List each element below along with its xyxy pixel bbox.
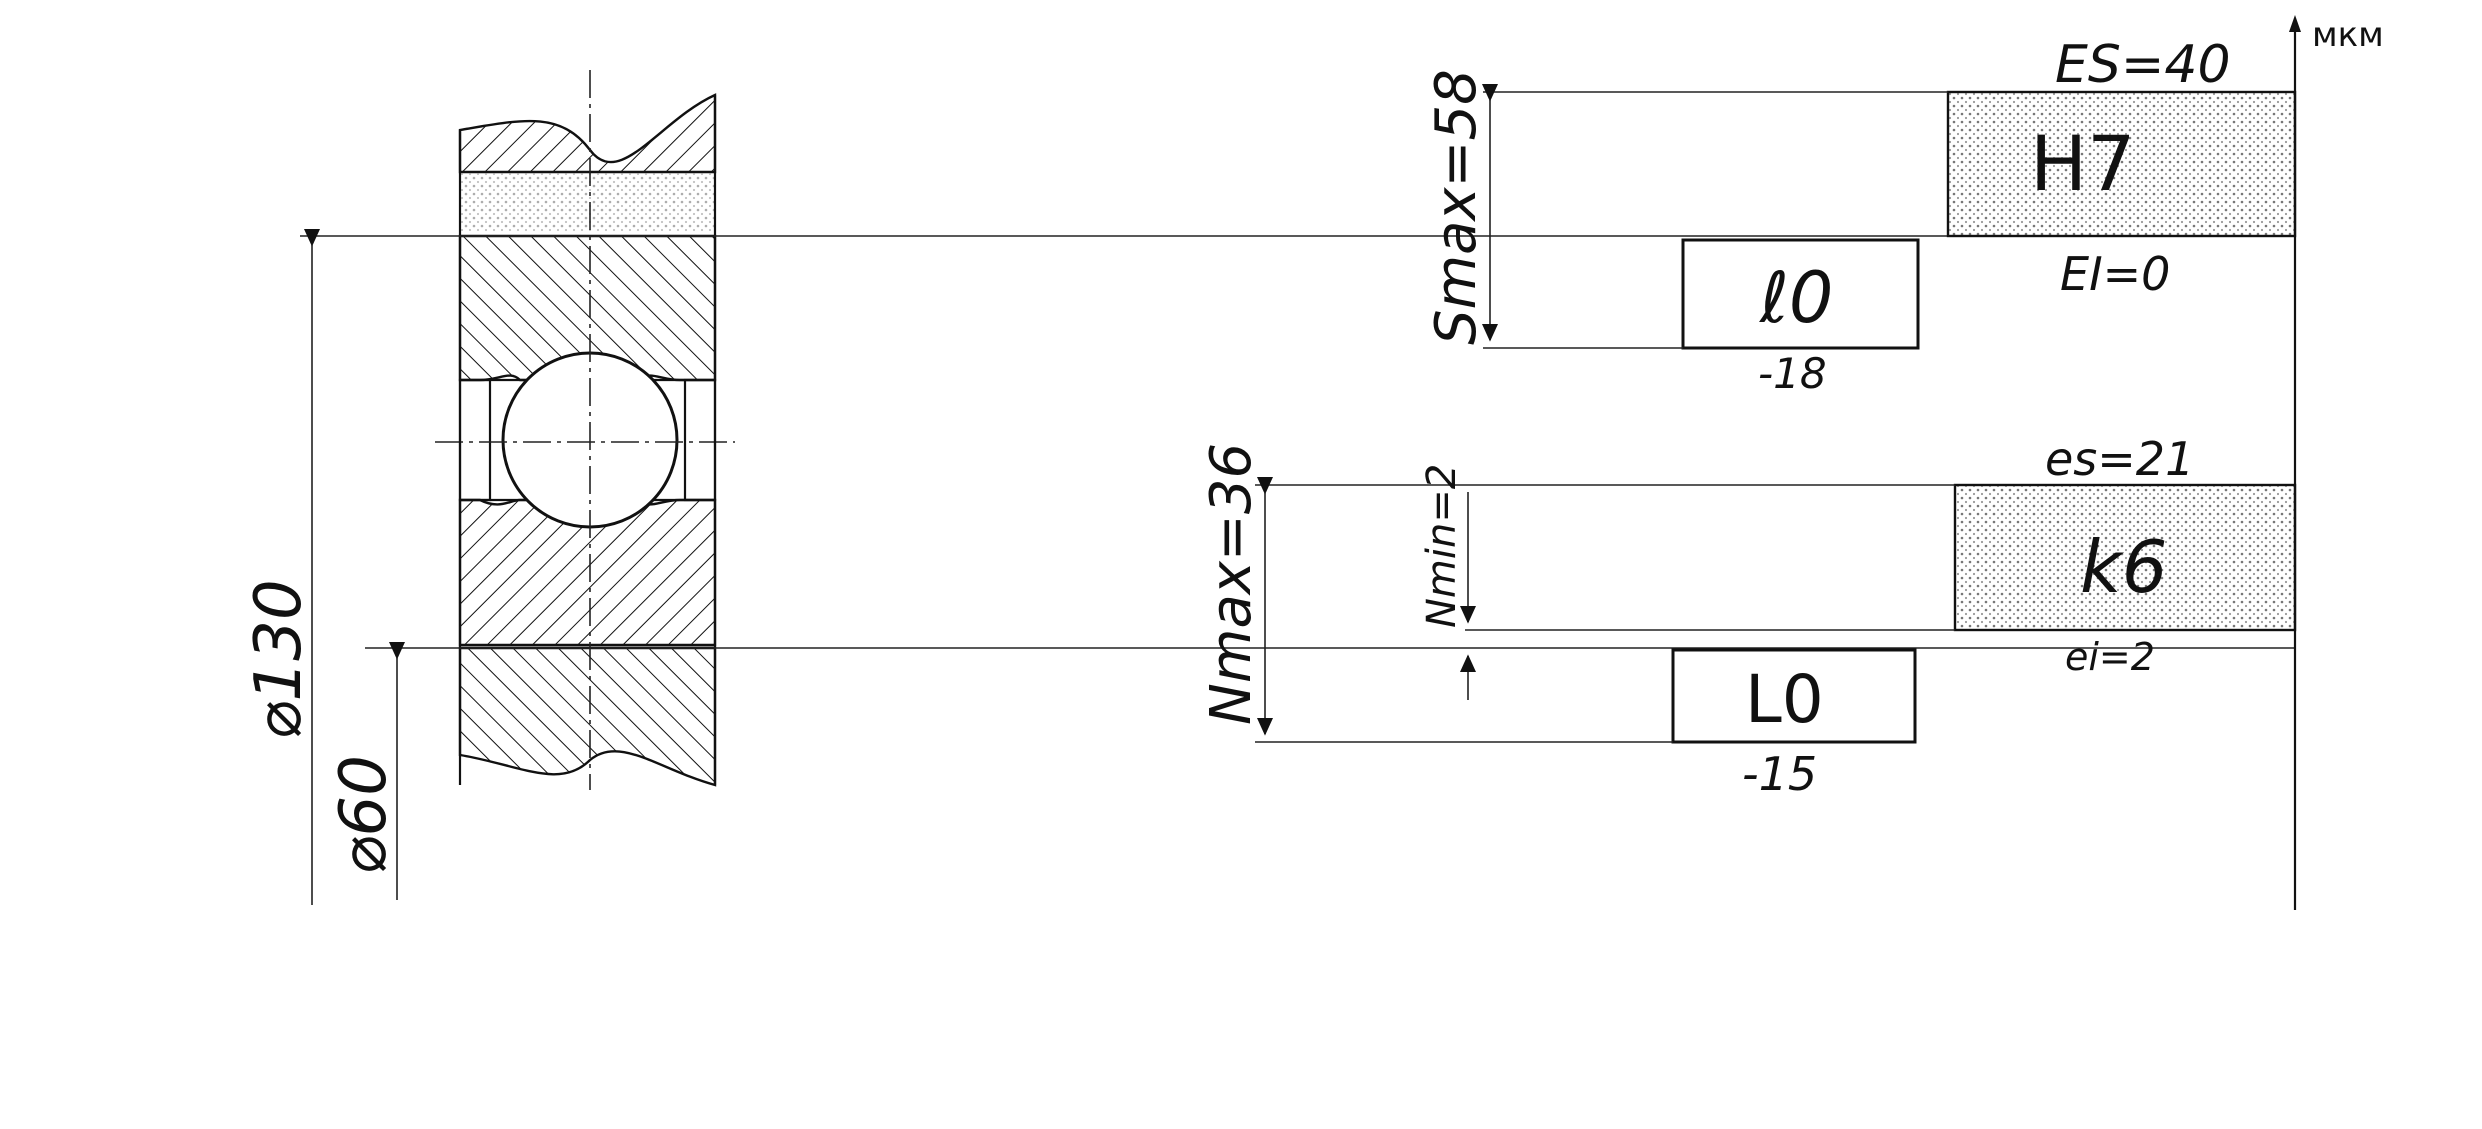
nmin-label: Nmin=2 xyxy=(1419,464,1465,628)
field-l0-inner-label: L0 xyxy=(1745,661,1824,738)
field-l0-outer-label: ℓ0 xyxy=(1759,257,1833,339)
race-right xyxy=(683,378,717,502)
ei-shaft-label: ei=2 xyxy=(2065,635,2155,679)
es-shaft-label: es=21 xyxy=(2045,432,2194,486)
units-label: мкм xyxy=(2312,15,2384,55)
field-k6 xyxy=(1953,483,2297,632)
field-k6-label: k6 xyxy=(2080,525,2168,609)
ei-label: EI=0 xyxy=(2060,247,2170,301)
smax-label: Smax=58 xyxy=(1424,69,1489,345)
es-label: ES=40 xyxy=(2055,35,2231,95)
inner-diameter-label: ⌀60 xyxy=(327,755,401,875)
nmax-label: Nmax=36 xyxy=(1199,443,1264,725)
shaft-bottom xyxy=(458,646,717,787)
diameter-dimensions: ⌀130 ⌀60 xyxy=(242,229,405,905)
tolerance-fields: H7 ES=40 EI=0 ℓ0 -18 k6 es=21 ei=2 L0 -1… xyxy=(1671,35,2297,801)
l0-inner-lower-dev: -15 xyxy=(1742,747,1817,801)
housing-band xyxy=(460,172,715,232)
field-h7-label: H7 xyxy=(2030,119,2136,208)
field-h7 xyxy=(1946,90,2297,238)
outer-diameter-label: ⌀130 xyxy=(242,579,316,740)
bearing-section xyxy=(435,70,735,790)
l0-outer-lower-dev: -18 xyxy=(1758,349,1827,398)
field-l0-inner xyxy=(1671,648,1917,744)
fit-dimensions: Smax=58 Nmax=36 Nmin=2 xyxy=(1199,69,1955,743)
field-l0-outer xyxy=(1681,238,1920,350)
race-left xyxy=(458,378,492,502)
housing-top xyxy=(458,93,717,174)
